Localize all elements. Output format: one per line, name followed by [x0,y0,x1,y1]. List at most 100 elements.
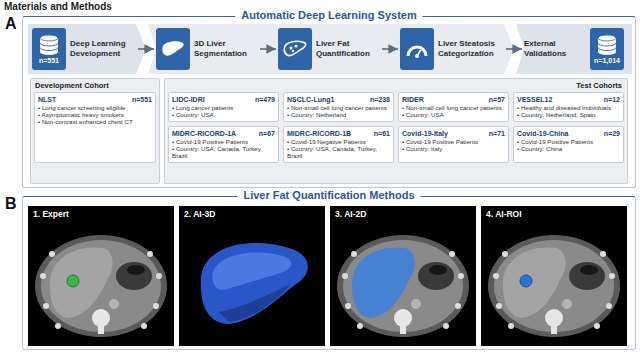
step-icon [160,38,186,60]
sample-count: n=61 [374,129,390,138]
card-header: RIDERn=57 [402,95,505,104]
ct-liver [50,247,113,318]
ct-stomach [418,262,454,290]
sample-count: n=29 [604,129,620,138]
step-icon [404,38,430,60]
gauge-hub [415,54,419,58]
step-icon [594,34,620,56]
fat-dot [290,47,293,50]
ct-rib [443,323,449,329]
sample-count: n=67 [259,129,275,138]
ct-rib [455,303,461,309]
icon-tile [278,28,312,70]
liver-3d-shadow [219,284,291,322]
ct-rib [49,251,55,257]
cohort-card: RIDERn=57• Non-small cell lung cancer pa… [398,92,509,122]
bullet-item: • Non-contrast enhanced chest CT [38,119,152,126]
ct-rib [156,273,162,279]
ct-rib [606,303,612,309]
database-icon [40,35,58,41]
ct-rib [449,251,455,257]
cohort-name: MIDRC-RICORD-1A [172,129,236,138]
ct-rib [600,251,606,257]
panel-letter: A [5,15,17,33]
liver-3d-highlight [212,253,291,290]
cohort-name: LIDC-IDRI [172,95,205,104]
pipeline-step: External Validationsn=1,014 [522,26,628,72]
cohort-name: NLST [38,95,56,104]
ct-vertebra [545,309,563,327]
step-label: 3D Liver Segmentation [194,39,256,59]
ct-image: 3. AI-2D [330,206,476,346]
cohort-card: MIDRC-RICORD-1A n=67• Covid-19 Positive P… [168,126,279,163]
fat-dot [295,45,298,48]
ct-image: 1. Expert [28,206,174,346]
bullet-item: • Lung cancer patients [172,105,275,112]
bullet-item: • Covid-19 Negative Patients [287,139,390,146]
ct-rib [502,251,508,257]
cohort-card: Covid-19-Italyn=71• Covid-19 Positive Pa… [398,126,509,163]
ct-illustration [179,206,325,346]
bullet-item: • Non-small cell lung cancer patients [402,105,505,112]
ct-stomach-air [580,265,598,275]
card-header: LIDC-IDRI n=479 [172,95,275,104]
ct-rib [345,303,351,309]
bullet-item: • Covid-19 Positive Patients [172,139,275,146]
liver-segmentation-overlay [352,247,415,318]
connector-arrow [138,48,154,50]
pipeline-step: Liver Steatosis Categorization [398,26,506,72]
ct-stomach [569,262,605,290]
ct-aorta [411,299,421,309]
database-icon [598,43,616,51]
card-header: Covid-19-China n=29 [517,129,620,138]
cohort-name: RIDER [402,95,424,104]
cohort-name: Covid-19-Italy [402,129,448,138]
bullet-item: • Country: Italy [402,146,505,153]
heading-fragment: Materials and Methods [4,1,112,12]
ct-vertebra [92,309,110,327]
ct-stomach [116,262,152,290]
bullet-item: • Country: USA [402,112,505,119]
ct-stomach-air [429,265,447,275]
card-header: MIDRC-RICORD-1A n=67 [172,129,275,138]
ct-spinous-process [400,325,406,334]
bullet-item: • Country: USA, Canada, Turkey, Brazil [287,146,390,160]
ct-rib [342,273,348,279]
ct-spinous-process [551,325,557,334]
sample-count: n=479 [255,95,275,104]
cohort-card: NLSTn=551• Lung cancer screening eligibl… [34,92,156,163]
ct-spinous-process [98,325,104,334]
chevron-band [516,24,632,74]
cohort-name: Covid-19-China [517,129,568,138]
bullet-item: • Covid-19 Positive Patients [517,139,620,146]
card-header: NSCLC-Lung1n=238 [287,95,390,104]
step-label: Deep Learning Development [70,39,134,59]
image-label: 3. AI-2D [335,209,366,219]
sample-count: n=12 [604,95,620,104]
ct-image: 2. AI-3D [179,206,325,346]
ct-liver [503,247,566,318]
card-header: MIDRC-RICORD-1Bn=61 [287,129,390,138]
step-icon [282,38,308,60]
database-icon [40,43,58,51]
bullet-item: • Country: Netherland, Spain [517,112,620,119]
step-icon [36,34,62,56]
icon-tile [400,28,434,70]
image-label: 2. AI-3D [184,209,215,219]
figure-panel: 1. Expert2. AI-3D3. AI-2D4. AI-ROIBLiver… [22,196,636,350]
ct-stomach-air [127,265,145,275]
ai-roi [520,275,532,287]
connector-arrow [382,48,398,50]
cohort-card: VESSEL12n=12• Healthy and diseased indiv… [513,92,624,122]
step-label: Liver Steatosis Categorization [438,39,502,59]
group-header: Development Cohort [35,81,109,91]
ct-rib [357,323,363,329]
pipeline-step: n=551Deep Learning Development [30,26,138,72]
image-label: 1. Expert [33,209,69,219]
ct-soft-tissue [494,240,614,332]
figure-panel: n=551Deep Learning Development 3D Liver S… [22,16,636,188]
sample-count: n=1,014 [594,56,620,65]
connector-arrow [260,48,276,50]
